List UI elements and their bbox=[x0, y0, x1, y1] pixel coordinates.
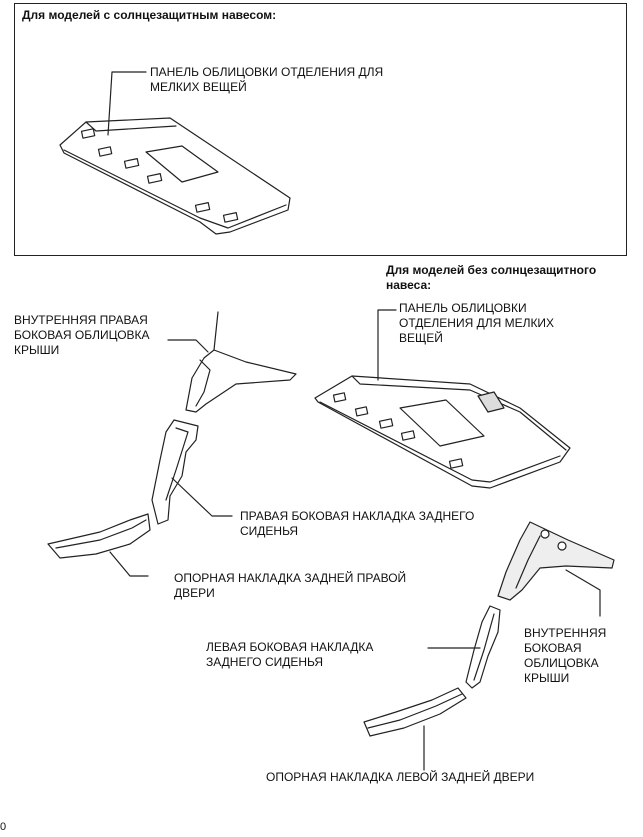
inner-right-roof-side-trim bbox=[185, 311, 297, 413]
leader-right-seat-garnish bbox=[171, 477, 233, 517]
left-seat-garnish-label: ЛЕВАЯ БОКОВАЯ НАКЛАДКА ЗАДНЕГО СИДЕНЬЯ bbox=[206, 640, 374, 669]
right-rear-seat-side-garnish bbox=[151, 419, 199, 525]
right-scuff-label: ОПОРНАЯ НАКЛАДКА ЗАДНЕЙ ПРАВОЙ ДВЕРИ bbox=[174, 571, 407, 600]
inner-right-roof-label: ВНУТРЕННЯЯ ПРАВАЯ БОКОВАЯ ОБЛИЦОВКА КРЫШ… bbox=[14, 313, 150, 357]
leader-right-scuff bbox=[109, 551, 149, 577]
package-tray-panel-with-shade bbox=[59, 117, 291, 235]
top-panel-label: ПАНЕЛЬ ОБЛИЦОВКИ ОТДЕЛЕНИЯ ДЛЯ МЕЛКИХ ВЕ… bbox=[150, 65, 384, 94]
right-panel-label: ПАНЕЛЬ ОБЛИЦОВКИ ОТДЕЛЕНИЯ ДЛЯ МЕЛКИХ ВЕ… bbox=[399, 301, 555, 345]
variant-frame bbox=[14, 3, 627, 256]
right-seat-garnish-label: ПРАВАЯ БОКОВАЯ НАКЛАДКА ЗАДНЕГО СИДЕНЬЯ bbox=[240, 509, 475, 538]
with-shade-heading: Для моделей с солнцезащитным навесом: bbox=[22, 8, 277, 22]
right-rear-door-scuff-plate bbox=[47, 513, 151, 559]
leader-top-panel bbox=[107, 71, 147, 136]
inner-left-roof-side-trim bbox=[497, 521, 615, 601]
without-shade-heading: Для моделей без солнцезащитного навеса: bbox=[386, 263, 597, 292]
left-scuff-label: ОПОРНАЯ НАКЛАДКА ЛЕВОЙ ЗАДНЕЙ ДВЕРИ bbox=[266, 770, 535, 784]
leader-right-panel bbox=[377, 309, 397, 381]
leader-inner-roof bbox=[565, 569, 601, 617]
left-rear-door-scuff-plate bbox=[363, 687, 467, 737]
left-rear-seat-side-garnish bbox=[465, 605, 501, 689]
inner-roof-label: ВНУТРЕННЯЯ БОКОВАЯ ОБЛИЦОВКА КРЫШИ bbox=[524, 626, 607, 685]
package-tray-panel-no-shade bbox=[314, 375, 571, 489]
leader-inner-right-roof bbox=[167, 339, 209, 353]
figure-code: 0 bbox=[0, 821, 7, 833]
